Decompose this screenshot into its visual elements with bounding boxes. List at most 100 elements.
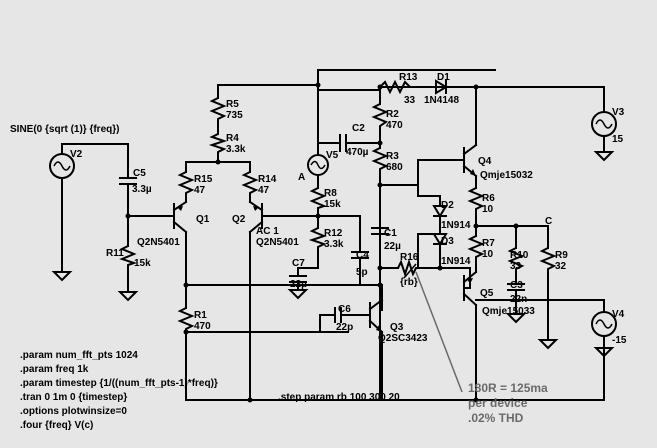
resistor-r9[interactable]: R9 32: [539, 247, 568, 272]
v5-name: V5: [326, 150, 339, 161]
resistor-r8[interactable]: R8 15k: [309, 187, 341, 210]
r12-value: 3.3k: [324, 239, 344, 250]
c2-value: 470µ: [346, 147, 369, 158]
resistor-r11[interactable]: R11 15k: [106, 245, 151, 269]
source-v3[interactable]: V3 15: [591, 107, 625, 145]
c3-value: 22n: [510, 294, 527, 305]
r1-value: 470: [194, 321, 211, 332]
c2-name: C2: [352, 123, 365, 134]
r16-name: R16: [400, 252, 419, 263]
v3-name: V3: [612, 107, 625, 118]
diode-d2[interactable]: D2 1N914: [432, 200, 471, 231]
transistor-q2[interactable]: Q2 Q2N5401: [232, 200, 299, 248]
resistor-r12[interactable]: R12 3.3k: [308, 227, 344, 250]
d2-name: D2: [441, 200, 454, 211]
q5-model: Qmje15033: [482, 306, 535, 317]
q3-name: Q3: [390, 322, 404, 333]
note-line-2: per device: [468, 396, 528, 410]
capacitor-c2[interactable]: C2 470µ: [339, 123, 369, 158]
source-v2[interactable]: V2 SINE(0 {sqrt (1)} {freq}): [10, 124, 119, 179]
transistor-q1[interactable]: Q1 Q2N5401: [137, 200, 210, 248]
r7-value: 10: [482, 249, 494, 260]
capacitor-c1[interactable]: C1 22µ: [371, 227, 401, 252]
transistor-q5[interactable]: Q5 Qmje15033: [462, 267, 535, 317]
r2-value: 470: [386, 120, 403, 131]
d1-value: 1N4148: [424, 95, 459, 106]
q2-name: Q2: [232, 214, 246, 225]
q1-name: Q1: [196, 214, 210, 225]
r6-name: R6: [482, 193, 495, 204]
directive-line: .options plotwinsize=0: [20, 406, 127, 417]
directive-line: .param freq 1k: [20, 364, 89, 375]
directive-line: .param num_fft_pts 1024: [20, 350, 138, 361]
r5-name: R5: [226, 99, 239, 110]
note-line-1: 180R = 125ma: [468, 381, 548, 395]
r9-name: R9: [555, 250, 568, 261]
v4-name: V4: [612, 309, 625, 320]
r15-name: R15: [194, 174, 213, 185]
resistor-r16[interactable]: R16 {rb}: [397, 252, 419, 288]
r4-name: R4: [226, 133, 239, 144]
r5-value: 735: [226, 110, 243, 121]
spice-directives: .param num_fft_pts 1024 .param freq 1k .…: [20, 350, 218, 431]
resistor-r3[interactable]: R3 680: [371, 147, 403, 173]
r11-name: R11: [106, 248, 124, 259]
note-pointer-line: [415, 271, 463, 393]
resistor-r13[interactable]: R13 33: [379, 72, 418, 106]
capacitor-c4[interactable]: C4 5p: [351, 250, 369, 278]
step-directive: .step param rb 100 300 20: [278, 392, 400, 403]
c1-value: 22µ: [384, 241, 401, 252]
r1-name: R1: [194, 310, 207, 321]
transistor-q4[interactable]: Q4 Qmje15032: [459, 143, 533, 181]
r14-value: 47: [258, 185, 270, 196]
capacitor-c3[interactable]: C3 22n: [507, 280, 527, 305]
diode-d3[interactable]: D3 1N914: [432, 233, 471, 267]
v3-value: 15: [612, 134, 624, 145]
r8-name: R8: [324, 188, 337, 199]
c4-value: 5p: [356, 267, 368, 278]
directive-line: .tran 0 1m 0 {timestep}: [20, 392, 127, 403]
r14-name: R14: [258, 174, 277, 185]
resistor-r4[interactable]: R4 3.3k: [208, 133, 246, 155]
v4-value: -15: [612, 335, 627, 346]
ground-symbols: [51, 151, 615, 358]
resistor-r15[interactable]: R15 47: [177, 171, 213, 196]
q3-model: Q2SC3423: [378, 333, 428, 344]
c7-value: 22µ: [290, 279, 307, 290]
q4-model: Qmje15032: [480, 170, 533, 181]
r2-name: R2: [386, 109, 399, 120]
resistor-r14[interactable]: R14 47: [241, 171, 277, 196]
resistor-r6[interactable]: R6 10: [467, 187, 495, 215]
resistor-r1[interactable]: R1 470: [177, 307, 211, 332]
d1-name: D1: [437, 72, 450, 83]
r3-value: 680: [386, 162, 403, 173]
q4-name: Q4: [478, 156, 492, 167]
c6-value: 22p: [336, 322, 353, 333]
source-v5[interactable]: V5: [307, 150, 339, 176]
directive-line: .four {freq} V(c): [20, 420, 93, 431]
r10-value: 33: [510, 261, 522, 272]
diode-d1[interactable]: D1 1N4148: [424, 72, 459, 106]
d3-name: D3: [441, 236, 454, 247]
resistor-r10[interactable]: R10 33: [507, 247, 529, 272]
capacitor-c6[interactable]: C6 22p: [334, 304, 353, 333]
r7-name: R7: [482, 238, 495, 249]
c7-name: C7: [292, 258, 305, 269]
resistor-r5[interactable]: R5 735: [209, 97, 243, 122]
r9-value: 32: [555, 261, 567, 272]
resistor-r7[interactable]: R7 10: [467, 235, 495, 260]
r15-value: 47: [194, 185, 206, 196]
transistor-q3[interactable]: Q3 Q2SC3423: [359, 298, 428, 346]
capacitor-c5[interactable]: C5 3.3µ: [119, 168, 152, 195]
d2-value: 1N914: [441, 220, 471, 231]
r4-value: 3.3k: [226, 144, 246, 155]
q1-model: Q2N5401: [137, 237, 180, 248]
source-v4[interactable]: V4 -15: [591, 309, 627, 346]
r6-value: 10: [482, 204, 494, 215]
q2-model: Q2N5401: [256, 237, 299, 248]
r11-value: 15k: [134, 258, 151, 269]
r3-name: R3: [386, 151, 399, 162]
capacitor-c7[interactable]: C7 22µ: [289, 258, 307, 291]
resistor-r2[interactable]: R2 470: [371, 103, 403, 131]
